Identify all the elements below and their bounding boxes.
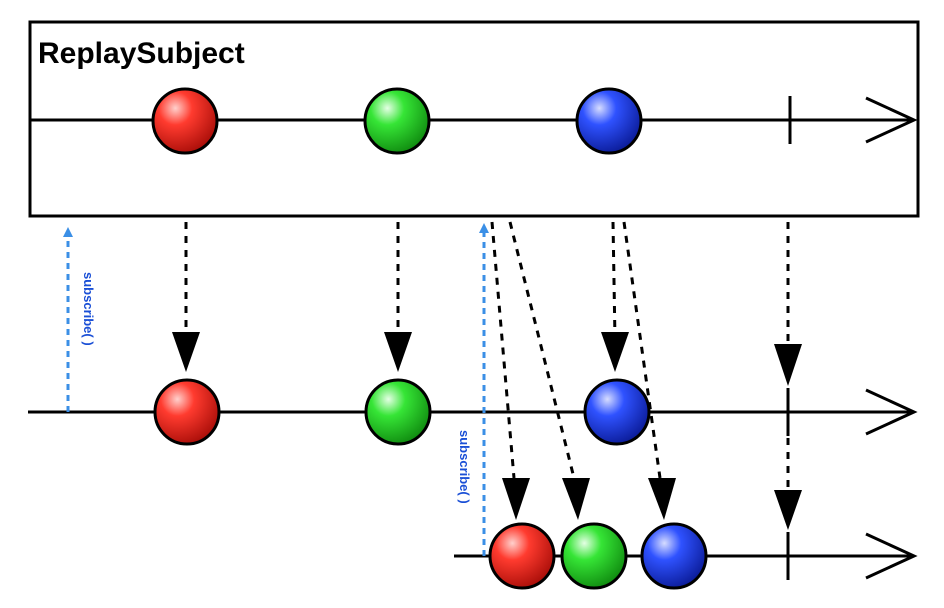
marble-green <box>560 522 628 590</box>
emission-arrows-subscriber-2 <box>490 221 790 490</box>
replay-arrow-green <box>508 221 576 479</box>
subscribe-arrow-2: subscribe( ) <box>457 223 489 556</box>
marble-red <box>488 522 556 590</box>
marble-green <box>363 87 431 155</box>
marble-blue <box>583 378 651 446</box>
marble-red <box>151 87 219 155</box>
replay-arrow-red <box>490 221 516 479</box>
marble-blue <box>575 87 643 155</box>
emission-arrowheads-subscriber-1 <box>172 332 802 386</box>
diagram-title: ReplaySubject <box>38 37 245 70</box>
marble-blue <box>640 522 708 590</box>
subscribe-label-2: subscribe( ) <box>457 430 472 504</box>
marble-red <box>153 378 221 446</box>
emission-arrow-blue <box>611 221 617 341</box>
subscribe-label-1: subscribe( ) <box>81 272 96 346</box>
replay-arrow-blue <box>622 221 662 479</box>
subscribe-arrow-1: subscribe( ) <box>63 227 96 412</box>
emission-arrows-subscriber-1 <box>184 221 790 344</box>
marble-green <box>364 378 432 446</box>
emission-arrowheads-subscriber-2 <box>502 478 802 530</box>
